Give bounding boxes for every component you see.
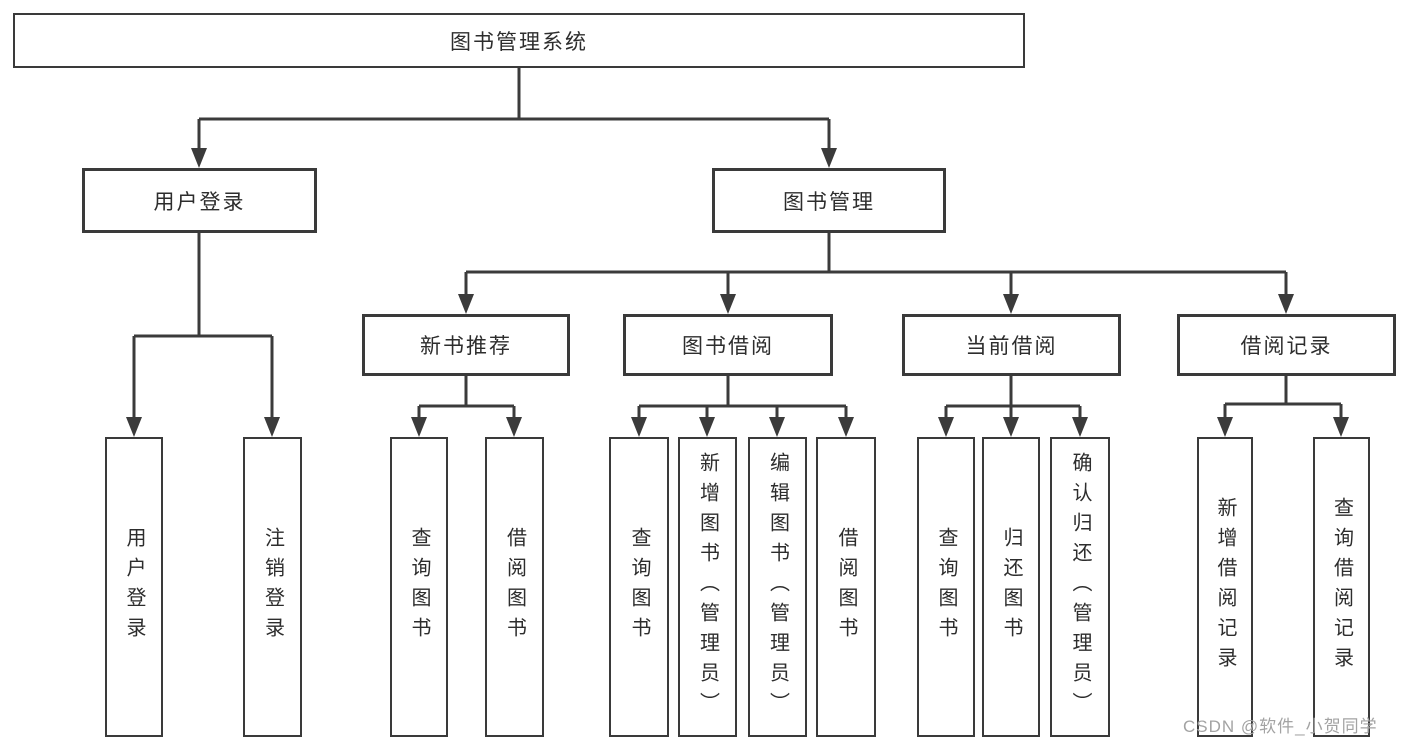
node-current-borrow: 当前借阅 xyxy=(902,314,1121,376)
connector-current-borrow-to-leaves xyxy=(944,376,1082,421)
connector-user-login-to-leaves xyxy=(132,233,274,421)
leaf-query-books-recommend: 查询图书 xyxy=(390,437,448,737)
connector-book-management-to-level3 xyxy=(464,233,1288,298)
leaf-add-borrow-record: 新增借阅记录 xyxy=(1197,437,1253,737)
leaf-query-books-borrow: 查询图书 xyxy=(609,437,669,737)
leaf-borrow-books: 借阅图书 xyxy=(816,437,876,737)
leaf-return-book: 归还图书 xyxy=(982,437,1040,737)
csdn-watermark: CSDN @软件_小贺同学 xyxy=(1183,717,1378,736)
node-book-borrow: 图书借阅 xyxy=(623,314,833,376)
node-user-login: 用户登录 xyxy=(82,168,317,233)
leaf-query-books-current: 查询图书 xyxy=(917,437,975,737)
leaf-user-login: 用户登录 xyxy=(105,437,163,737)
leaf-borrow-books-recommend: 借阅图书 xyxy=(485,437,544,737)
node-new-book-recommend: 新书推荐 xyxy=(362,314,570,376)
leaf-query-borrow-record: 查询借阅记录 xyxy=(1313,437,1370,737)
node-borrow-records: 借阅记录 xyxy=(1177,314,1396,376)
leaf-confirm-return-admin: 确认归还（管理员） xyxy=(1050,437,1110,737)
leaf-logout: 注销登录 xyxy=(243,437,302,737)
node-library-management-system: 图书管理系统 xyxy=(13,13,1025,68)
connector-new-book-recommend-to-leaves xyxy=(417,376,516,421)
arrowheads xyxy=(126,148,1349,437)
connector-book-borrow-to-leaves xyxy=(637,376,848,421)
leaf-add-book-admin: 新增图书（管理员） xyxy=(678,437,737,737)
node-book-management: 图书管理 xyxy=(712,168,946,233)
connector-borrow-records-to-leaves xyxy=(1223,376,1343,421)
leaf-edit-book-admin: 编辑图书（管理员） xyxy=(748,437,807,737)
connector-root-to-level2 xyxy=(197,68,831,152)
